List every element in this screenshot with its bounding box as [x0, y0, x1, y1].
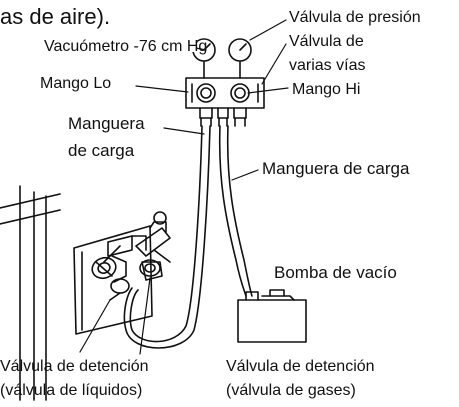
label-manifold-valve-line2: varias vías: [289, 57, 366, 74]
outdoor-unit-frame: [0, 185, 61, 401]
charge-hoses: [123, 125, 253, 349]
stop-valves: [91, 211, 171, 301]
pressure-gauge: [228, 38, 252, 79]
label-charge-hose-left-line1: Manguera: [68, 114, 145, 133]
manifold-valve: [185, 77, 265, 127]
valve-panel: [73, 225, 153, 335]
label-gas-stop-valve-line2: (válvula de gases): [226, 382, 356, 399]
label-gas-stop-valve-line1: Válvula de detención: [226, 358, 375, 375]
label-liquid-stop-valve-line2: (válvula de líquidos): [0, 382, 143, 399]
heading-fragment: as de aire).: [0, 4, 111, 29]
label-charge-hose-right: Manguera de carga: [262, 159, 410, 178]
label-liquid-stop-valve-line1: Válvula de detención: [0, 358, 149, 375]
label-hi-handle: Mango Hi: [292, 81, 361, 98]
label-charge-hose-left-line2: de carga: [68, 141, 135, 160]
label-vacuum-gauge: Vacuómetro -76 cm Hg: [44, 38, 208, 55]
vacuum-pump: [237, 289, 307, 343]
label-lo-handle: Mango Lo: [40, 75, 112, 92]
label-pressure-valve: Válvula de presión: [289, 9, 421, 26]
leader-lines: [79, 19, 289, 355]
label-vacuum-pump: Bomba de vacío: [274, 263, 397, 282]
label-manifold-valve-line1: Válvula de: [289, 33, 364, 50]
